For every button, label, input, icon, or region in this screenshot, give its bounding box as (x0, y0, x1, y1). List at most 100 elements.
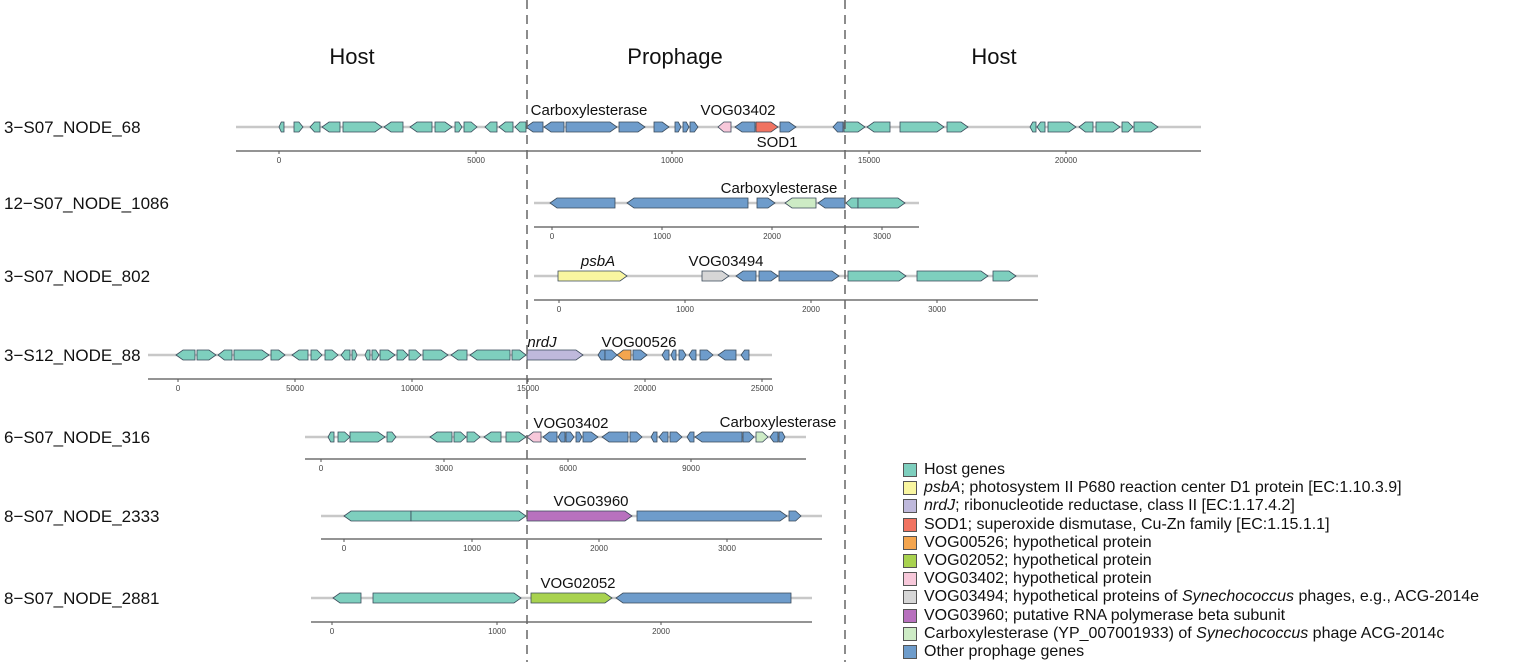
gene-arrow-host (278, 121, 285, 133)
gene-arrow-other (650, 431, 658, 443)
gene-arrow-other (543, 121, 565, 133)
gene-arrow-host (847, 270, 907, 282)
gene-arrow-other (601, 431, 629, 443)
axis-tick-label: 0 (342, 544, 347, 553)
legend-item: Carboxylesterase (YP_007001933) of Synec… (903, 625, 1535, 643)
legend-label: VOG03960; putative RNA polymerase beta s… (924, 607, 1285, 625)
gene-arrow-host (233, 349, 270, 361)
axis-tick-label: 9000 (682, 464, 700, 473)
axis-tick-label: 20000 (1055, 156, 1078, 165)
axis-tick-label: 10000 (401, 384, 424, 393)
gene-arrow-VOG03494 (701, 270, 730, 282)
gene-arrow-VOG03402 (717, 121, 732, 133)
gene-arrow-host (454, 121, 463, 133)
gene-arrow-host (1047, 121, 1077, 133)
region-label-middle: Prophage (627, 44, 722, 69)
contig-name: 6−S07_NODE_316 (4, 428, 150, 447)
gene-arrow-other (636, 510, 788, 522)
gene-arrow-other (694, 431, 743, 443)
legend-item: psbA; photosystem II P680 reaction cente… (903, 479, 1535, 497)
gene-arrow-host (992, 270, 1017, 282)
gene-arrow-host (463, 121, 478, 133)
gene-arrow-other (626, 197, 749, 209)
axis-tick-label: 2000 (652, 627, 670, 636)
gene-arrow-host (310, 349, 323, 361)
gene-arrow-host (505, 431, 527, 443)
gene-arrow-other (682, 121, 690, 133)
gene-arrow-other (686, 431, 695, 443)
gene-arrow-host (469, 349, 511, 361)
gene-arrow-host (1029, 121, 1037, 133)
gene-arrow-other (832, 121, 844, 133)
axis-tick-label: 0 (277, 156, 282, 165)
gene-arrow-host (349, 431, 386, 443)
gene-arrow-host (217, 349, 233, 361)
gene-arrow-host (1036, 121, 1046, 133)
gene-arrow-host (321, 121, 341, 133)
legend-item: VOG03402; hypothetical protein (903, 570, 1535, 588)
gene-arrow-host (196, 349, 217, 361)
gene-arrow-carbox (784, 197, 817, 209)
gene-arrow-host (343, 510, 412, 522)
contig-name: 12−S07_NODE_1086 (4, 194, 169, 213)
gene-annotation-label: psbA (580, 253, 615, 270)
axis-tick-label: 1000 (676, 305, 694, 314)
axis-tick-label: 1000 (653, 232, 671, 241)
gene-arrow-host (371, 349, 380, 361)
legend-item: VOG02052; hypothetical protein (903, 552, 1535, 570)
gene-arrow-other (565, 431, 575, 443)
gene-arrow-host (1121, 121, 1134, 133)
gene-arrow-host (899, 121, 945, 133)
gene-arrow-psbA (557, 270, 628, 282)
contig-name: 8−S07_NODE_2881 (4, 589, 159, 608)
gene-arrow-host (396, 349, 409, 361)
gene-annotation-label: VOG03960 (553, 493, 628, 510)
legend-label-part: nrdJ (924, 497, 956, 515)
gene-arrow-host (270, 349, 286, 361)
gene-arrow-other (618, 121, 646, 133)
gene-arrow-host (410, 510, 527, 522)
legend-label-part: VOG03402; hypothetical protein (924, 570, 1152, 588)
axis-tick-label: 5000 (467, 156, 485, 165)
axis-tick-label: 3000 (435, 464, 453, 473)
gene-arrow-host (372, 592, 522, 604)
legend-swatch (903, 644, 917, 659)
gene-arrow-other (670, 349, 677, 361)
legend-label-part: Carboxylesterase (YP_007001933) of (924, 624, 1197, 642)
gene-arrow-SOD1 (755, 121, 779, 133)
legend-label: VOG02052; hypothetical protein (924, 552, 1152, 570)
gene-arrow-host (175, 349, 196, 361)
gene-arrow-other (742, 431, 755, 443)
axis-tick-label: 0 (330, 627, 335, 636)
legend-item: SOD1; superoxide dismutase, Cu-Zn family… (903, 516, 1535, 534)
gene-arrow-host (484, 121, 498, 133)
gene-annotation-label: Carboxylesterase (531, 102, 648, 119)
legend-item: VOG00526; hypothetical protein (903, 534, 1535, 552)
legend-swatch (903, 626, 917, 641)
gene-arrow-other (604, 349, 618, 361)
gene-arrow-host (916, 270, 989, 282)
gene-arrow-host (342, 121, 383, 133)
gene-arrow-other (658, 431, 669, 443)
gene-arrow-other (542, 431, 558, 443)
legend-label-part: ; photosystem II P680 reaction center D1… (960, 479, 1402, 497)
gene-arrow-host (364, 349, 371, 361)
gene-arrow-host (514, 121, 527, 133)
gene-arrow-other (758, 270, 779, 282)
legend-label-part: VOG00526; hypothetical protein (924, 533, 1152, 551)
gene-arrow-host (383, 121, 404, 133)
axis-tick-label: 2000 (802, 305, 820, 314)
gene-annotation-label: SOD1 (757, 134, 798, 151)
gene-arrow-other (565, 121, 618, 133)
gene-arrow-other (778, 431, 786, 443)
gene-arrow-host (857, 197, 906, 209)
legend-swatch (903, 590, 917, 605)
legend-swatch (903, 463, 917, 478)
gene-arrow-host (340, 349, 351, 361)
legend-label-part: Synechococcus (1181, 588, 1294, 606)
gene-arrow-other (629, 431, 643, 443)
